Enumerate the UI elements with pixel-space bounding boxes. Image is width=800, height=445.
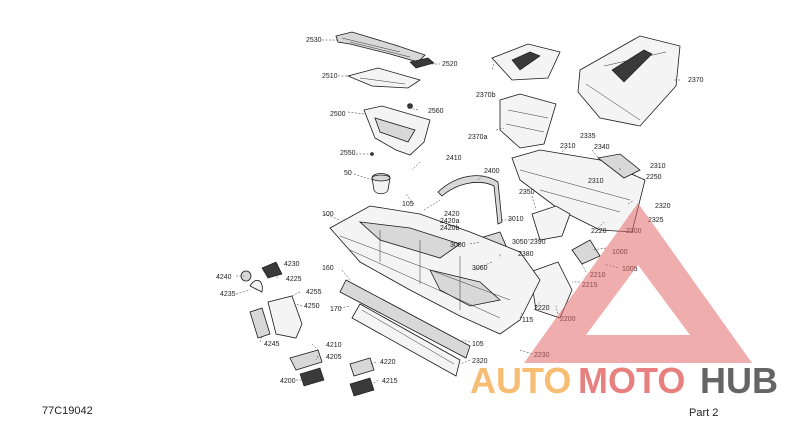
callout-4235: 4235 [220, 291, 236, 298]
callout-4240: 4240 [216, 274, 232, 281]
callout-160: 160 [322, 265, 334, 272]
callout-4200: 4200 [280, 378, 296, 385]
callout-2335: 2335 [580, 133, 596, 140]
callout-2350: 2350 [519, 189, 535, 196]
callout-2410: 2410 [446, 155, 462, 162]
callout-4255: 4255 [306, 289, 322, 296]
part-2370-large-lid [577, 35, 681, 127]
part-2320-bumper [351, 303, 461, 377]
callout-4205: 4205 [326, 354, 342, 361]
part-2350-guard [531, 205, 571, 241]
callout-4225: 4225 [286, 276, 302, 283]
part-4245-plate [249, 307, 271, 339]
callout-100: 100 [322, 211, 334, 218]
callout-2320-b: 2320 [472, 358, 488, 365]
part-2500-console [363, 103, 431, 156]
callout-3010: 3010 [508, 216, 524, 223]
callout-2520: 2520 [442, 61, 458, 68]
watermark-moto: MOTO [578, 360, 685, 401]
callout-115: 115 [522, 317, 533, 324]
callout-50: 50 [344, 170, 352, 177]
callout-2340: 2340 [594, 144, 610, 151]
watermark-auto: AUTO [470, 360, 571, 401]
callout-3060: 3060 [472, 265, 488, 272]
callout-2325: 2325 [648, 217, 664, 224]
part-1000-light [571, 239, 601, 265]
callout-2550: 2550 [340, 150, 356, 157]
callout-105-a: 105 [402, 201, 414, 208]
part-4240-knob [240, 270, 252, 282]
callout-2510: 2510 [322, 73, 338, 80]
callout-2310-c: 2310 [588, 178, 604, 185]
callout-2220-b: 2220 [534, 305, 550, 312]
part-2250-bracket [597, 153, 641, 179]
callout-2310-a: 2310 [560, 143, 576, 150]
part-4220-pad [349, 357, 375, 377]
callout-2420b: 2420b [440, 225, 460, 232]
callout-2370: 2370 [688, 77, 704, 84]
part-2400-loop [437, 175, 503, 225]
part-2520-clip [409, 57, 435, 69]
callout-4215: 4215 [382, 378, 398, 385]
callout-2380: 2380 [518, 251, 534, 258]
part-2510-tray [346, 67, 421, 89]
part-2370a-bin [499, 93, 557, 149]
callout-2560: 2560 [428, 108, 444, 115]
part-4250-bracket [267, 295, 303, 339]
callout-2310-b: 2310 [650, 163, 666, 170]
callout-2530: 2530 [306, 37, 322, 44]
callout-4220: 4220 [380, 359, 396, 366]
part-100-main-body [329, 205, 541, 335]
part-2370b-lid [491, 43, 561, 81]
part-2530-rail [335, 31, 426, 63]
part-4205-pad [289, 349, 323, 371]
callout-labels: 2530 2520 2510 2370b 2370 2560 2500 2370… [216, 37, 704, 385]
part-4235-handle [249, 279, 263, 293]
callout-3000: 3000 [450, 242, 466, 249]
callout-4245: 4245 [264, 341, 280, 348]
callout-105-b: 105 [472, 341, 484, 348]
leader-lines [235, 39, 680, 385]
callout-4230: 4230 [284, 261, 300, 268]
diagram-code: 77C19042 [42, 405, 93, 417]
callout-2420a: 2420a [440, 218, 460, 225]
part-160-strip [339, 279, 471, 359]
callout-170: 170 [330, 306, 342, 313]
part-4215-pad [349, 377, 375, 397]
callout-4250: 4250 [304, 303, 320, 310]
callout-4210: 4210 [326, 342, 342, 349]
callout-2250: 2250 [646, 174, 662, 181]
part-50-cupholder [371, 173, 391, 195]
callout-3050: 3050 [512, 239, 528, 246]
callout-2370a: 2370a [468, 134, 488, 141]
callout-2400: 2400 [484, 168, 500, 175]
callout-2220-a: 2220 [591, 228, 607, 235]
callout-2500: 2500 [330, 111, 346, 118]
part-2200-panel [529, 261, 573, 319]
callout-2320-a: 2320 [655, 203, 671, 210]
automotohub-watermark: AUTO MOTO HUB [470, 203, 778, 401]
callout-2390: 2390 [530, 239, 546, 246]
callout-2420: 2420 [444, 211, 460, 218]
part-4200-pad [299, 367, 325, 387]
page-label: Part 2 [689, 407, 719, 419]
watermark-triangle [524, 203, 752, 363]
watermark-hub: HUB [700, 360, 778, 401]
callout-2370b: 2370b [476, 92, 496, 99]
part-4230-grip [261, 261, 283, 279]
